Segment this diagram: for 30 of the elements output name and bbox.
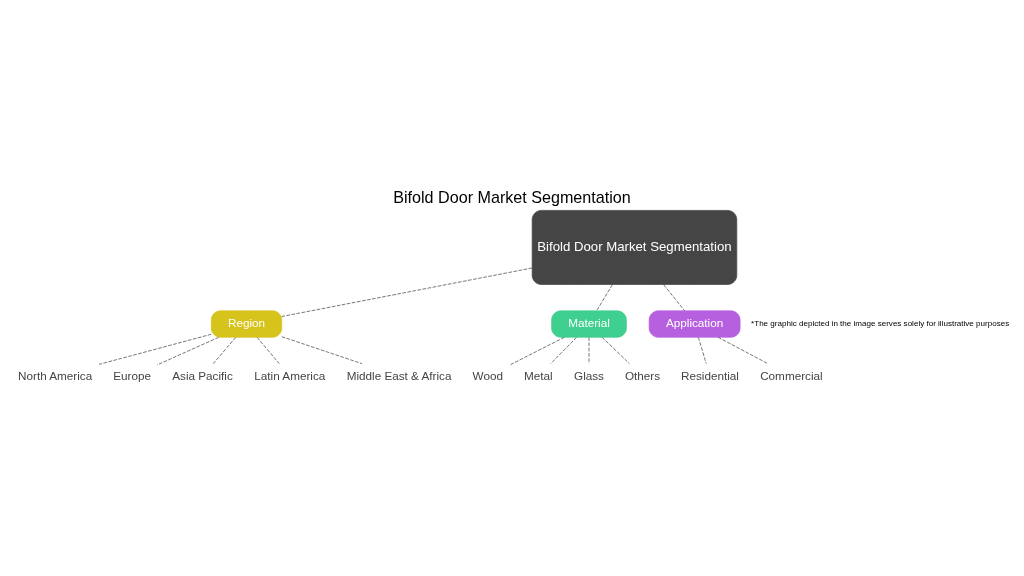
connector: [281, 335, 363, 364]
node-text: Latin America: [254, 368, 326, 382]
connector: [596, 283, 613, 311]
connector: [601, 336, 630, 364]
node-text: Europe: [113, 368, 152, 382]
node-box: Bifold Door Market Segmentation: [531, 209, 738, 285]
node-text: Asia Pacific: [172, 368, 233, 382]
node-text: Wood: [472, 368, 503, 382]
connector: [98, 333, 212, 365]
node-text: Commercial: [760, 368, 823, 382]
connector: [212, 336, 237, 364]
label: *The graphic depicted in the image serves solely for illustrative purposes: [751, 318, 1010, 328]
connector: [256, 336, 280, 364]
diagram-title: Bifold Door Market Segmentation: [393, 187, 631, 206]
node-box: Region: [210, 310, 283, 338]
node-text: North America: [18, 368, 93, 382]
connector: [717, 336, 768, 364]
node-text: Metal: [524, 368, 553, 382]
node-box: Material: [551, 310, 627, 338]
connector: [156, 336, 219, 365]
connector: [509, 336, 565, 365]
node-box: Application: [648, 310, 741, 338]
connector: [281, 267, 533, 317]
connector: [698, 336, 707, 364]
connector: [663, 283, 685, 311]
connector: [550, 336, 577, 364]
node-text: Middle East & Africa: [346, 368, 452, 382]
node-text: Glass: [574, 368, 604, 382]
node-text: Others: [624, 368, 661, 382]
node-text: Residential: [681, 368, 739, 382]
